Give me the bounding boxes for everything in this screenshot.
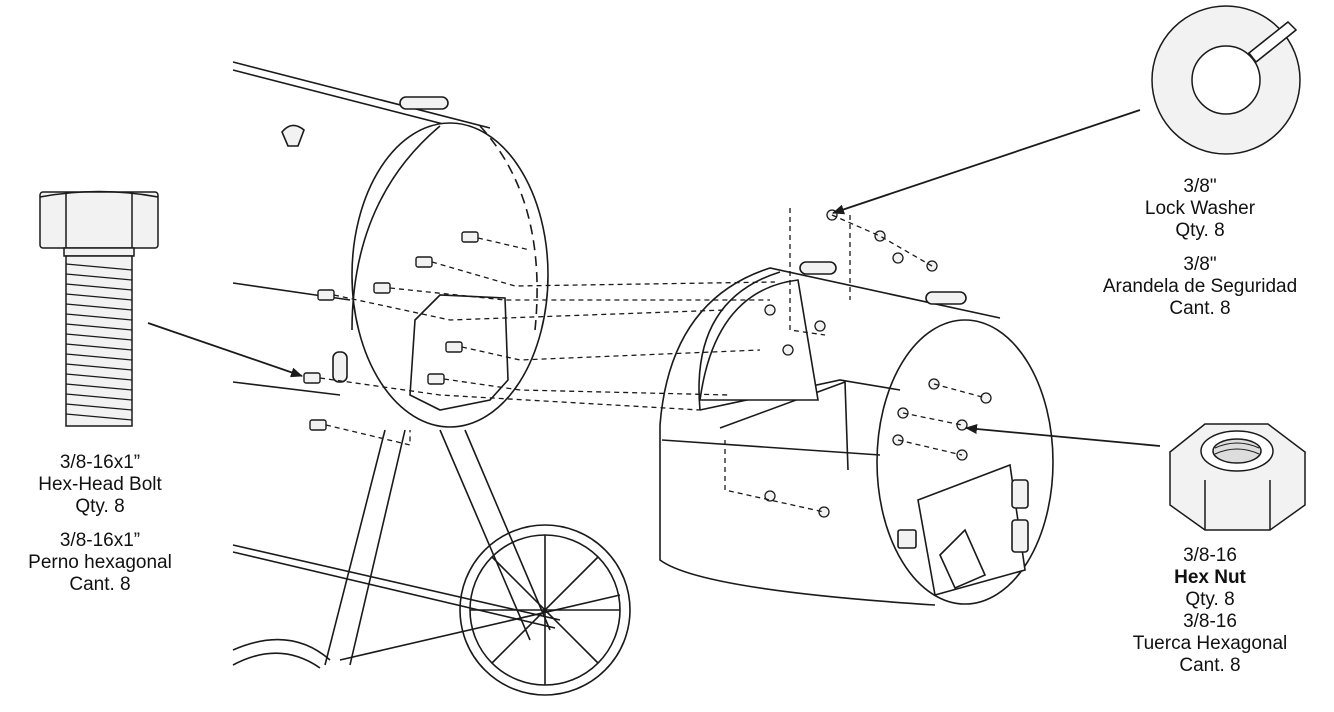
bolt-qty-es: Cant. 8 [69, 574, 131, 595]
smoker-cart [232, 429, 631, 696]
washer-name-es: Arandela de Seguridad [1102, 276, 1298, 297]
nut-qty: Qty. 8 [1185, 589, 1235, 610]
washer-qty: Qty. 8 [1175, 220, 1225, 241]
nut-name-es: Tuerca Hexagonal [1132, 633, 1288, 654]
bolt-name-es: Perno hexagonal [28, 552, 172, 573]
nut-qty-es: Cant. 8 [1179, 655, 1241, 676]
nut-size-es: 3/8-16 [1183, 611, 1237, 632]
washer-name: Lock Washer [1144, 198, 1256, 219]
hex-bolt-label: 3/8-16x1” Hex-Head Bolt Qty. 8 3/8-16x1”… [10, 452, 190, 596]
pointer-arrows [147, 109, 1161, 447]
lock-washer-illustration [1151, 5, 1301, 155]
bolt-size: 3/8-16x1” [59, 452, 141, 473]
washer-size: 3/8" [1183, 176, 1217, 197]
hex-nut-label: 3/8-16 Hex Nut Qty. 8 3/8-16 Tuerca Hexa… [1110, 545, 1310, 677]
smoker-chamber [232, 61, 549, 428]
alignment-lines [319, 208, 987, 513]
bolt-size-es: 3/8-16x1” [59, 530, 141, 551]
nut-size: 3/8-16 [1183, 545, 1237, 566]
washer-size-es: 3/8" [1183, 254, 1217, 275]
firebox [659, 261, 1054, 606]
hex-nut-illustration [1168, 423, 1307, 531]
washer-qty-es: Cant. 8 [1169, 298, 1231, 319]
bolt-qty: Qty. 8 [75, 496, 125, 517]
lock-washer-label: 3/8" Lock Washer Qty. 8 3/8" Arandela de… [1075, 176, 1325, 320]
bolt-name: Hex-Head Bolt [38, 474, 162, 495]
hex-bolt-illustration [39, 190, 159, 427]
nut-name: Hex Nut [1174, 567, 1246, 588]
